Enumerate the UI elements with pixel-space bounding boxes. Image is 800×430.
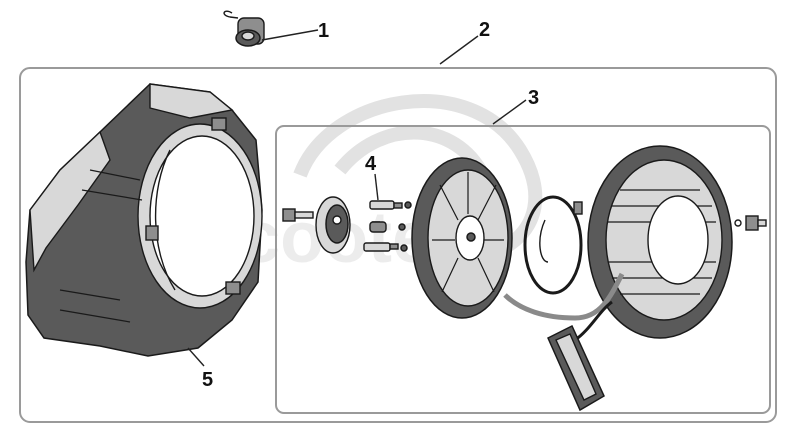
recoil-starter-frame	[275, 125, 771, 414]
ignition-switch-part	[223, 10, 265, 47]
outer-assembly-frame	[19, 67, 777, 423]
right-fasteners-part	[734, 215, 767, 231]
starter-rope-handle-part	[503, 272, 625, 412]
leader-line-5	[187, 347, 205, 367]
fan-shroud-part	[25, 83, 263, 357]
mounting-bolt-part	[282, 208, 314, 222]
callout-2: 2	[479, 19, 490, 41]
leader-line-4	[374, 173, 379, 201]
recoil-spring-part	[523, 195, 583, 295]
leader-line-2	[439, 35, 479, 65]
ratchet-pulley-part	[315, 196, 351, 254]
callout-4: 4	[365, 153, 377, 175]
callout-1: 1	[318, 20, 329, 42]
callout-5: 5	[202, 369, 213, 391]
starter-housing-part	[587, 145, 733, 339]
ratchet-parts-part	[363, 200, 412, 252]
leader-line-1	[261, 29, 319, 41]
callout-3: 3	[528, 87, 539, 109]
starter-reel-part	[411, 157, 513, 319]
leader-line-3	[492, 99, 527, 125]
